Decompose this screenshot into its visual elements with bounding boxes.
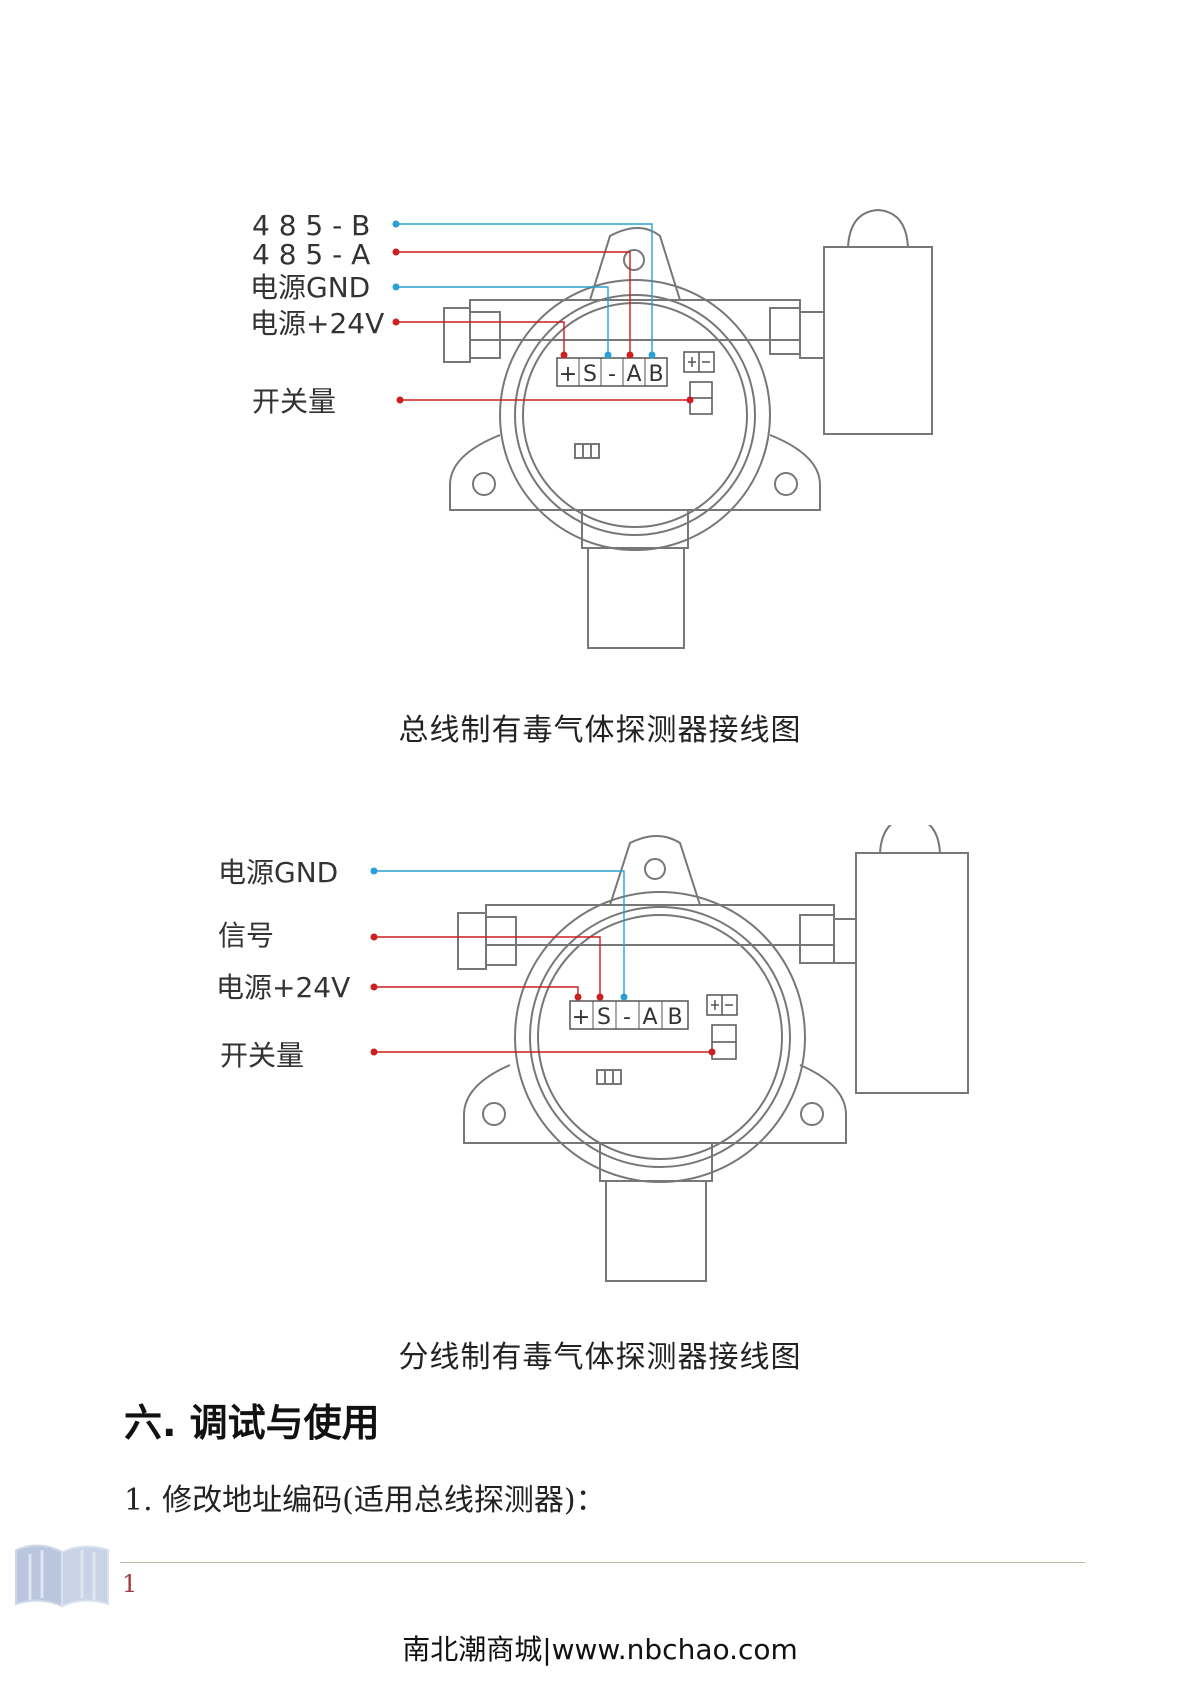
footer-divider <box>120 1562 1085 1563</box>
terminal-plus-2: + <box>572 1005 590 1030</box>
label-485-b: 4 8 5 - B <box>252 209 370 242</box>
relay-switch-2 <box>706 994 738 1060</box>
label-24v-2: 电源+24V <box>216 971 350 1004</box>
terminal-b: B <box>648 362 663 387</box>
terminal-block-2: + S - A B <box>569 1000 689 1030</box>
split-detector-drawing: + S - A B <box>216 825 969 1282</box>
label-24v: 电源+24V <box>250 307 384 340</box>
caption-bus-diagram: 总线制有毒气体探测器接线图 <box>398 713 802 748</box>
wiring-diagram-bus: + S - A B <box>0 200 1200 680</box>
terminal-a: A <box>626 362 641 387</box>
terminal-block: + S - A B <box>556 357 668 387</box>
terminal-minus-2: - <box>623 1005 631 1030</box>
label-485-a: 4 8 5 - A <box>252 238 370 271</box>
terminal-b-2: B <box>667 1005 682 1030</box>
caption-split-diagram: 分线制有毒气体探测器接线图 <box>398 1340 802 1375</box>
relay-switch <box>683 351 715 415</box>
section-title: 六. 调试与使用 <box>124 1401 380 1445</box>
label-gnd: 电源GND <box>250 271 370 304</box>
detector-housing <box>443 208 933 649</box>
step-1-text: 1. 修改地址编码(适用总线探测器)： <box>124 1483 606 1518</box>
label-switch: 开关量 <box>252 385 336 418</box>
label-switch-2: 开关量 <box>220 1039 304 1072</box>
terminal-a-2: A <box>642 1005 657 1030</box>
terminal-s: S <box>583 362 597 387</box>
wires-2 <box>374 870 712 1053</box>
wires <box>396 223 690 401</box>
wire-dots <box>392 220 694 404</box>
page-number: 1 <box>122 1570 138 1598</box>
label-signal: 信号 <box>218 919 274 952</box>
wiring-diagram-split: + S - A B <box>0 825 1200 1315</box>
site-watermark: 南北潮商城|www.nbchao.com <box>402 1633 798 1666</box>
bus-detector-drawing: + S - A B <box>250 208 933 649</box>
terminal-plus: + <box>559 362 577 387</box>
terminal-minus: - <box>608 362 616 387</box>
terminal-s-2: S <box>597 1005 611 1030</box>
book-icon <box>15 1544 109 1608</box>
wire-dots-2 <box>370 867 716 1056</box>
label-gnd-2: 电源GND <box>218 856 338 889</box>
detector-housing-2 <box>457 825 969 1282</box>
